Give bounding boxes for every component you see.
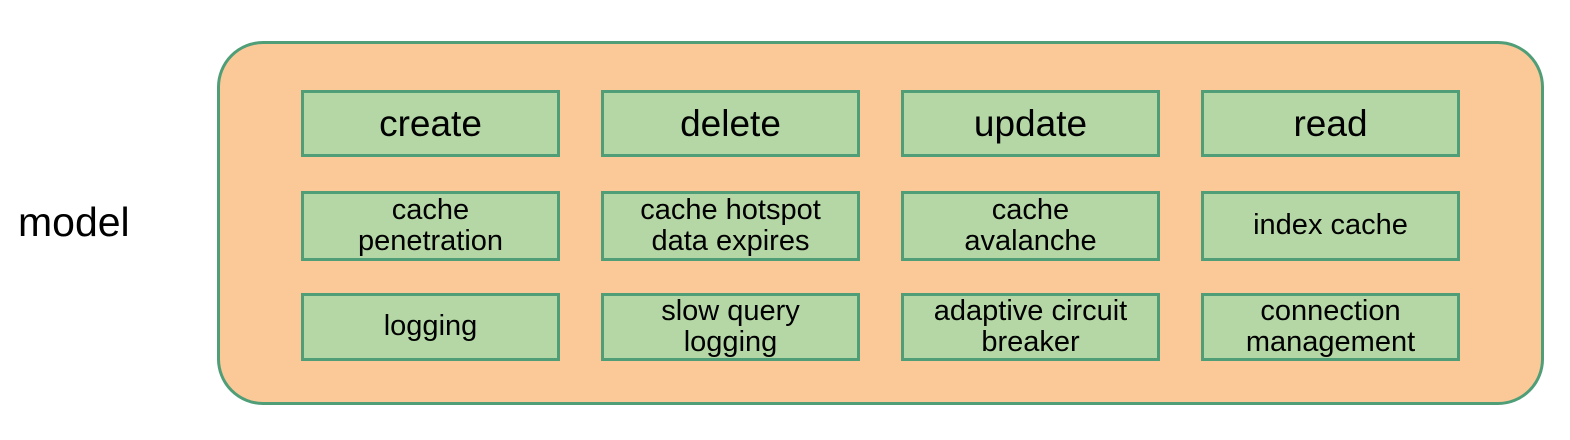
node-slow-query-logging[interactable]: slow query logging: [601, 293, 860, 361]
node-cache-penetration[interactable]: cache penetration: [301, 191, 560, 261]
node-grid: create delete update read cache penetrat…: [220, 44, 1541, 402]
node-label: cache avalanche: [964, 193, 1097, 257]
node-connection-management[interactable]: connection management: [1201, 293, 1460, 361]
node-label: update: [973, 102, 1088, 144]
node-label: create: [379, 102, 482, 144]
group-label-model: model: [18, 199, 130, 245]
node-update[interactable]: update: [901, 90, 1160, 157]
node-label: cache hotspot data expires: [640, 193, 821, 257]
node-read[interactable]: read: [1201, 90, 1460, 157]
model-container: create delete update read cache penetrat…: [217, 41, 1544, 405]
node-cache-hotspot-data-expires[interactable]: cache hotspot data expires: [601, 191, 860, 261]
node-label: slow query logging: [661, 294, 800, 358]
node-logging[interactable]: logging: [301, 293, 560, 361]
node-label: cache penetration: [357, 193, 504, 257]
node-label: adaptive circuit breaker: [933, 294, 1128, 358]
node-label: logging: [383, 310, 478, 343]
node-label: index cache: [1253, 209, 1408, 242]
node-index-cache[interactable]: index cache: [1201, 191, 1460, 261]
node-cache-avalanche[interactable]: cache avalanche: [901, 191, 1160, 261]
node-label: delete: [680, 102, 781, 144]
node-label: connection management: [1245, 294, 1416, 358]
node-create[interactable]: create: [301, 90, 560, 157]
node-delete[interactable]: delete: [601, 90, 860, 157]
node-label: read: [1293, 102, 1368, 144]
node-adaptive-circuit-breaker[interactable]: adaptive circuit breaker: [901, 293, 1160, 361]
